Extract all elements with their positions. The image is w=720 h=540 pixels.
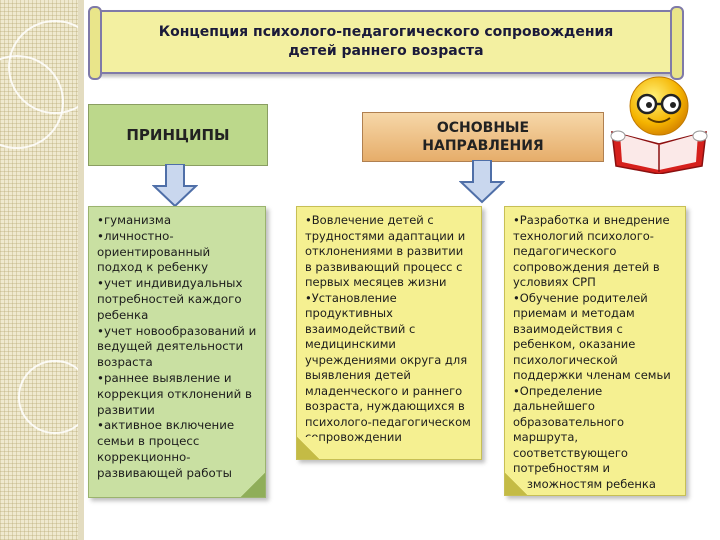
principles-panel: •гуманизма •личностно-ориентированный по… bbox=[88, 206, 266, 498]
list-item: •Вовлечение детей с трудностями адаптаци… bbox=[305, 213, 466, 289]
list-item: •Определение дальнейшего образовательног… bbox=[513, 383, 656, 491]
list-item: •личностно-ориентированный подход к ребе… bbox=[97, 228, 211, 275]
list-item: •гуманизма bbox=[97, 213, 172, 227]
smiley-reading-book-icon bbox=[610, 76, 708, 174]
down-arrow-icon bbox=[152, 164, 198, 208]
principles-heading: ПРИНЦИПЫ bbox=[126, 126, 230, 144]
decorative-side-strip bbox=[0, 0, 102, 540]
list-item: •учет индивидуальных потребностей каждог… bbox=[97, 276, 243, 322]
directions-panel-left: •Вовлечение детей с трудностями адаптаци… bbox=[296, 206, 482, 460]
list-item: •Установление продуктивных взаимодействи… bbox=[305, 290, 471, 445]
principles-list: •гуманизма •личностно-ориентированный по… bbox=[97, 213, 257, 482]
directions-heading: ОСНОВНЫЕ НАПРАВЛЕНИЯ bbox=[422, 120, 544, 154]
title-banner: Концепция психолого-педагогического сопр… bbox=[88, 6, 684, 80]
list-item: •раннее выявление и коррекция отклонений… bbox=[97, 370, 252, 417]
list-item: •учет новообразований и ведущей деятельн… bbox=[97, 323, 257, 370]
directions-panel-right: •Разработка и внедрение технологий психо… bbox=[504, 206, 686, 496]
principles-heading-box: ПРИНЦИПЫ bbox=[88, 104, 268, 166]
directions-list-left: •Вовлечение детей с трудностями адаптаци… bbox=[305, 213, 473, 446]
page-title: Концепция психолого-педагогического сопр… bbox=[158, 24, 614, 59]
list-item: •Обучение родителей приемам и методам вз… bbox=[513, 290, 671, 383]
down-arrow-icon bbox=[459, 160, 505, 204]
list-item: •Разработка и внедрение технологий психо… bbox=[513, 213, 670, 289]
directions-list-right: •Разработка и внедрение технологий психо… bbox=[513, 213, 677, 492]
list-item: •активное включение семьи в процесс корр… bbox=[97, 418, 235, 480]
decorative-divider bbox=[78, 0, 84, 540]
directions-heading-box: ОСНОВНЫЕ НАПРАВЛЕНИЯ bbox=[362, 112, 604, 162]
